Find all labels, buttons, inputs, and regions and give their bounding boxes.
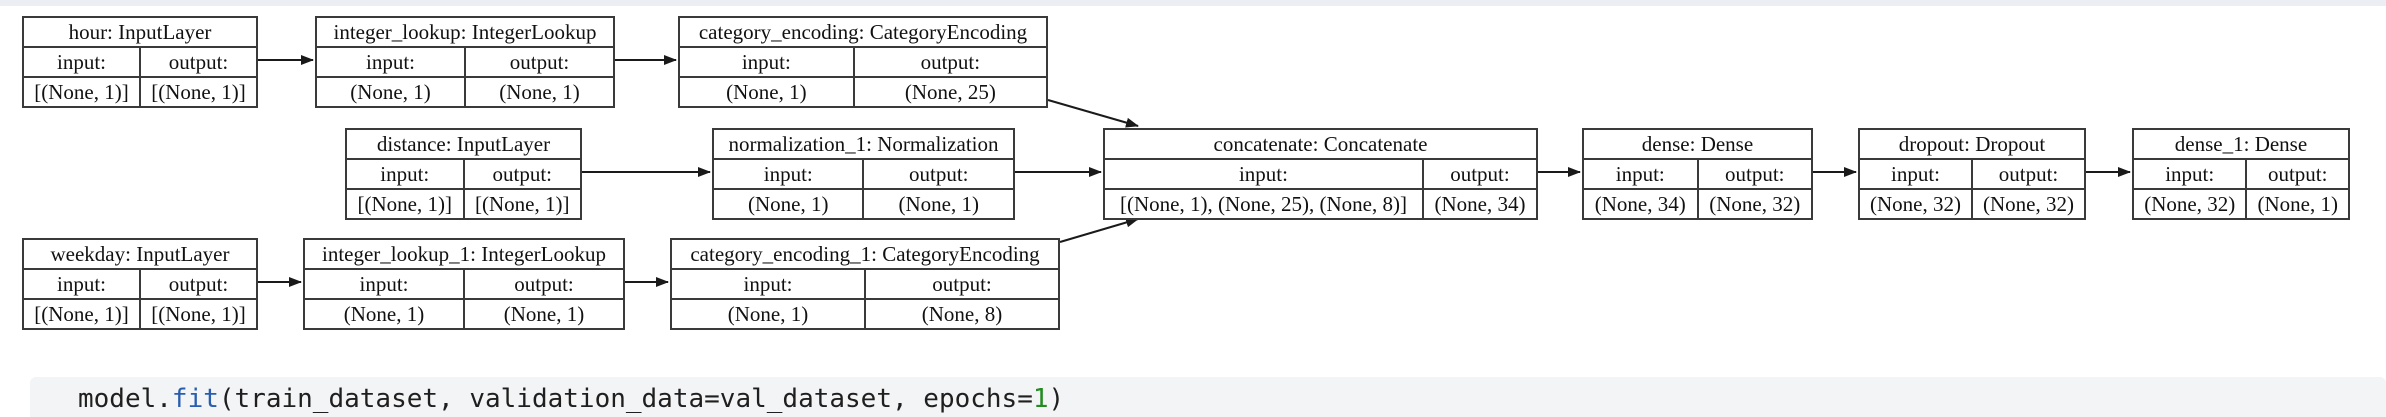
output-shape: (None, 1)	[463, 76, 616, 108]
node-dense_1: dense_1: Dense input: output: (None, 32)…	[2131, 128, 2350, 220]
node-integer_lookup_1: integer_lookup_1: IntegerLookup input: o…	[303, 238, 626, 330]
output-label: output:	[139, 46, 258, 78]
output-label: output:	[139, 268, 258, 300]
output-shape: [(None, 1)]	[139, 76, 258, 108]
node-title: category_encoding: CategoryEncoding	[678, 16, 1048, 48]
node-weekday: weekday: InputLayer input: output: [(Non…	[22, 238, 258, 330]
node-title: concatenate: Concatenate	[1103, 128, 1538, 160]
input-label: input:	[670, 268, 866, 300]
input-shape: (None, 1)	[303, 298, 465, 330]
node-distance: distance: InputLayer input: output: [(No…	[345, 128, 582, 220]
output-label: output:	[462, 268, 626, 300]
input-shape: [(None, 1)]	[345, 188, 465, 220]
code-token-object: model.	[78, 384, 172, 414]
output-shape: (None, 32)	[1696, 188, 1813, 220]
output-label: output:	[463, 46, 616, 78]
edge-category_encoding-to-concatenate	[1047, 99, 1139, 128]
node-title: dense: Dense	[1582, 128, 1813, 160]
output-label: output:	[1696, 158, 1813, 190]
node-integer_lookup: integer_lookup: IntegerLookup input: out…	[315, 16, 616, 108]
input-label: input:	[345, 158, 465, 190]
input-shape: [(None, 1)]	[22, 298, 141, 330]
node-category_encoding_1: category_encoding_1: CategoryEncoding in…	[670, 238, 1060, 330]
input-label: input:	[22, 268, 141, 300]
input-shape: [(None, 1), (None, 25), (None, 8)]	[1103, 188, 1424, 220]
code-line: model.fit(train_dataset, validation_data…	[78, 384, 1064, 414]
input-label: input:	[303, 268, 465, 300]
code-cell[interactable]: model.fit(train_dataset, validation_data…	[30, 377, 2386, 417]
output-shape: (None, 8)	[864, 298, 1060, 330]
output-shape: (None, 1)	[862, 188, 1015, 220]
output-shape: [(None, 1)]	[139, 298, 258, 330]
output-shape: (None, 25)	[852, 76, 1049, 108]
node-title: integer_lookup: IntegerLookup	[315, 16, 615, 48]
node-title: integer_lookup_1: IntegerLookup	[303, 238, 625, 270]
input-shape: (None, 32)	[2131, 188, 2248, 220]
output-shape: (None, 1)	[462, 298, 626, 330]
node-normalization_1: normalization_1: Normalization input: ou…	[711, 128, 1015, 220]
input-shape: (None, 32)	[1858, 188, 1973, 220]
node-title: normalization_1: Normalization	[712, 128, 1015, 160]
node-hour: hour: InputLayer input: output: [(None, …	[22, 16, 258, 108]
output-label: output:	[862, 158, 1015, 190]
node-dense: dense: Dense input: output: (None, 34) (…	[1582, 128, 1813, 220]
output-label: output:	[1421, 158, 1539, 190]
input-label: input:	[678, 46, 855, 78]
node-title: weekday: InputLayer	[22, 238, 258, 270]
input-label: input:	[22, 46, 141, 78]
node-title: distance: InputLayer	[345, 128, 582, 160]
output-label: output:	[1971, 158, 2086, 190]
input-shape: (None, 1)	[670, 298, 866, 330]
output-shape: (None, 1)	[2245, 188, 2350, 220]
code-token-close-paren: )	[1048, 384, 1065, 414]
node-title: category_encoding_1: CategoryEncoding	[670, 238, 1060, 270]
output-label: output:	[2245, 158, 2350, 190]
input-label: input:	[1103, 158, 1424, 190]
code-token-args: (train_dataset, validation_data=val_data…	[218, 384, 1033, 414]
node-title: dense_1: Dense	[2132, 128, 2350, 160]
output-label: output:	[852, 46, 1049, 78]
input-label: input:	[2131, 158, 2248, 190]
node-category_encoding: category_encoding: CategoryEncoding inpu…	[678, 16, 1049, 108]
input-shape: (None, 1)	[678, 76, 855, 108]
node-title: hour: InputLayer	[22, 16, 258, 48]
output-label: output:	[864, 268, 1060, 300]
output-shape: (None, 34)	[1421, 188, 1539, 220]
keras-model-plot: hour: InputLayer input: output: [(None, …	[22, 16, 2350, 330]
input-label: input:	[711, 158, 865, 190]
output-shape: (None, 32)	[1971, 188, 2086, 220]
edge-category_encoding_1-to-concatenate	[1059, 217, 1139, 243]
node-concatenate: concatenate: Concatenate input: output: …	[1103, 128, 1539, 220]
input-shape: (None, 1)	[315, 76, 466, 108]
input-shape: (None, 34)	[1582, 188, 1699, 220]
top-cell-gutter-strip	[0, 0, 2386, 6]
output-shape: [(None, 1)]	[462, 188, 582, 220]
code-token-function-fit: fit	[171, 384, 219, 414]
input-label: input:	[315, 46, 466, 78]
input-label: input:	[1582, 158, 1699, 190]
node-dropout: dropout: Dropout input: output: (None, 3…	[1858, 128, 2086, 220]
input-label: input:	[1858, 158, 1973, 190]
input-shape: [(None, 1)]	[22, 76, 141, 108]
output-label: output:	[462, 158, 582, 190]
code-token-number: 1	[1032, 384, 1049, 414]
input-shape: (None, 1)	[711, 188, 865, 220]
node-title: dropout: Dropout	[1858, 128, 2086, 160]
